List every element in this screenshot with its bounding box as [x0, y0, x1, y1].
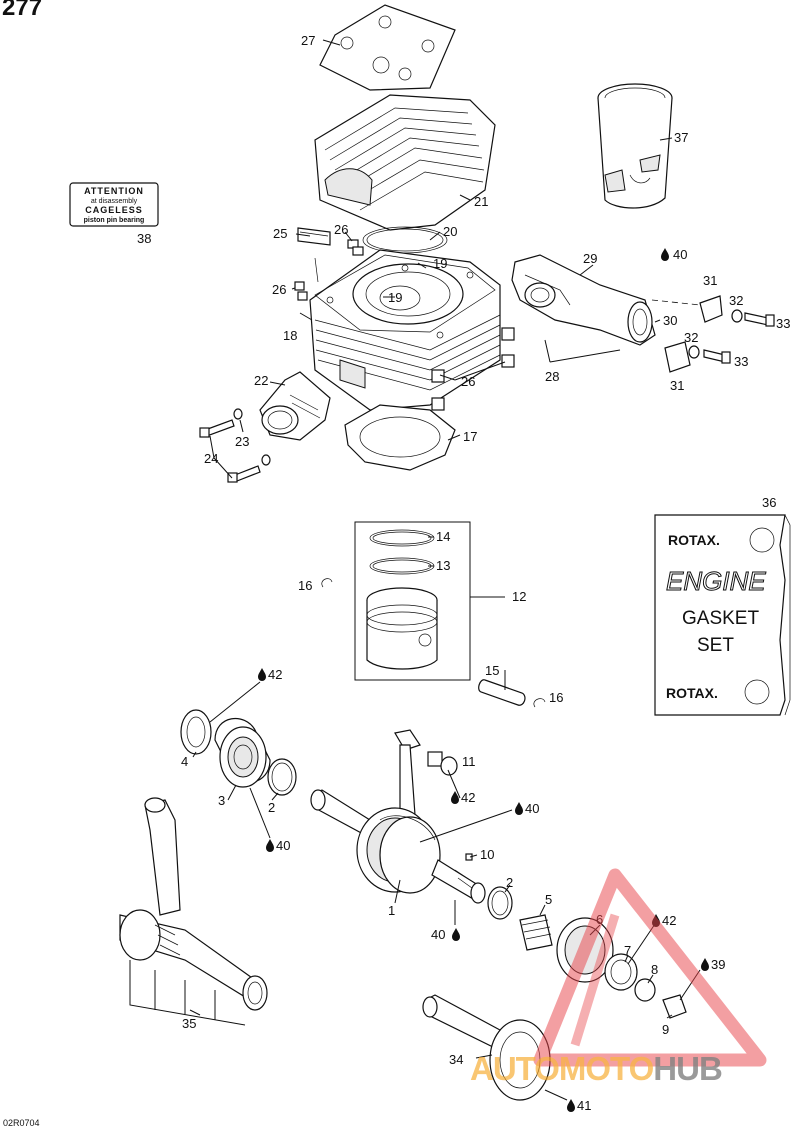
kit-word-gasket: GASKET — [682, 608, 759, 629]
watermark-logo: AUTOMOTOHUB — [470, 868, 767, 1087]
callout-21: 21 — [474, 194, 488, 209]
callout-9: 9 — [662, 1022, 669, 1037]
callout-39: 39 — [711, 957, 725, 972]
callout-40-top: 40 — [673, 247, 687, 262]
callout-7: 7 — [624, 943, 631, 958]
callout-5: 5 — [545, 892, 552, 907]
callout-42-top: 42 — [268, 667, 282, 682]
callout-16-top: 16 — [298, 578, 312, 593]
gasket-kit-package: ROTAX. ENGINE GASKET SET ROTAX. — [654, 514, 791, 716]
callout-15: 15 — [485, 663, 499, 678]
callout-40-left: 40 — [276, 838, 290, 853]
callout-13: 13 — [436, 558, 450, 573]
base-gasket — [344, 404, 456, 471]
kit-word-set: SET — [697, 635, 734, 656]
attention-sticker: ATTENTION at disassembly CAGELESS piston… — [69, 182, 159, 227]
callout-17: 17 — [463, 429, 477, 444]
callout-26-top: 26 — [334, 222, 348, 237]
attention-title: ATTENTION — [84, 186, 144, 196]
callout-19-mid: 19 — [388, 290, 402, 305]
kit-brand-bottom: ROTAX. — [666, 685, 718, 701]
cylinder — [309, 249, 501, 411]
watermark-text: AUTOMOTOHUB — [470, 1050, 722, 1087]
callout-22: 22 — [254, 373, 268, 388]
callout-labels: 27 37 21 38 25 26 20 19 19 26 18 29 40 3… — [137, 33, 790, 1113]
callout-2-right: 2 — [506, 875, 513, 890]
oil-drop-icon — [701, 958, 709, 971]
callout-33-bottom: 33 — [734, 354, 748, 369]
left-bearing-group — [180, 709, 297, 796]
callout-3: 3 — [218, 793, 225, 808]
callout-28: 28 — [545, 369, 559, 384]
crankshaft — [310, 729, 486, 904]
callout-10: 10 — [480, 847, 494, 862]
callout-41: 41 — [577, 1098, 591, 1113]
callout-24: 24 — [204, 451, 218, 466]
callout-36: 36 — [762, 495, 776, 510]
intake-socket — [259, 371, 331, 441]
callout-40-mid: 40 — [525, 801, 539, 816]
callout-23: 23 — [235, 434, 249, 449]
crank-shaft-end — [422, 994, 551, 1101]
callout-2-left: 2 — [268, 800, 275, 815]
kit-word-engine: ENGINE — [666, 566, 766, 596]
callout-16-bottom: 16 — [549, 690, 563, 705]
kit-brand-top: ROTAX. — [668, 532, 720, 548]
oil-drop-icon — [661, 248, 669, 261]
oil-drop-icon — [567, 1099, 575, 1112]
crank-detail — [119, 797, 268, 1026]
callout-40-bottom: 40 — [431, 927, 445, 942]
oil-drop-icon — [266, 839, 274, 852]
callout-18: 18 — [283, 328, 297, 343]
callout-14: 14 — [436, 529, 450, 544]
callout-33-top: 33 — [776, 316, 790, 331]
conrod-bearing-parts — [427, 751, 473, 861]
callout-35: 35 — [182, 1016, 196, 1031]
attention-line3: CAGELESS — [85, 205, 143, 215]
upper-small-parts — [294, 226, 448, 301]
callout-1: 1 — [388, 903, 395, 918]
callout-27: 27 — [301, 33, 315, 48]
oil-drop-icon — [258, 668, 266, 681]
oil-drop-icon — [452, 928, 460, 941]
callout-29: 29 — [583, 251, 597, 266]
callout-32-bottom: 32 — [684, 330, 698, 345]
callout-42-right: 42 — [662, 913, 676, 928]
callout-20: 20 — [443, 224, 457, 239]
page-number: 277 — [2, 0, 43, 21]
callout-31-top: 31 — [703, 273, 717, 288]
callout-37: 37 — [674, 130, 688, 145]
piston-assembly — [321, 521, 546, 708]
exhaust-fasteners — [651, 295, 775, 373]
callout-25: 25 — [273, 226, 287, 241]
callout-4: 4 — [181, 754, 188, 769]
exhaust-manifold — [511, 254, 656, 346]
cylinder-dowels — [431, 327, 515, 411]
head-gasket — [319, 4, 456, 91]
callout-12: 12 — [512, 589, 526, 604]
callout-26-left: 26 — [272, 282, 286, 297]
cylinder-sleeve — [597, 83, 673, 209]
attention-line2: at disassembly — [91, 198, 138, 205]
callout-34: 34 — [449, 1052, 463, 1067]
callout-31-bottom: 31 — [670, 378, 684, 393]
attention-line4: piston pin bearing — [84, 217, 145, 224]
callout-42-mid: 42 — [461, 790, 475, 805]
callout-8: 8 — [651, 962, 658, 977]
cylinder-head — [314, 94, 496, 231]
callout-26-right: 26 — [461, 374, 475, 389]
callout-19-top: 19 — [433, 256, 447, 271]
oil-drop-icon — [515, 802, 523, 815]
callout-11: 11 — [462, 754, 476, 769]
intake-screws — [199, 408, 271, 483]
figure-code: 02R0704 — [3, 1118, 40, 1128]
callout-30: 30 — [663, 313, 677, 328]
callout-38: 38 — [137, 231, 151, 246]
callout-32-top: 32 — [729, 293, 743, 308]
